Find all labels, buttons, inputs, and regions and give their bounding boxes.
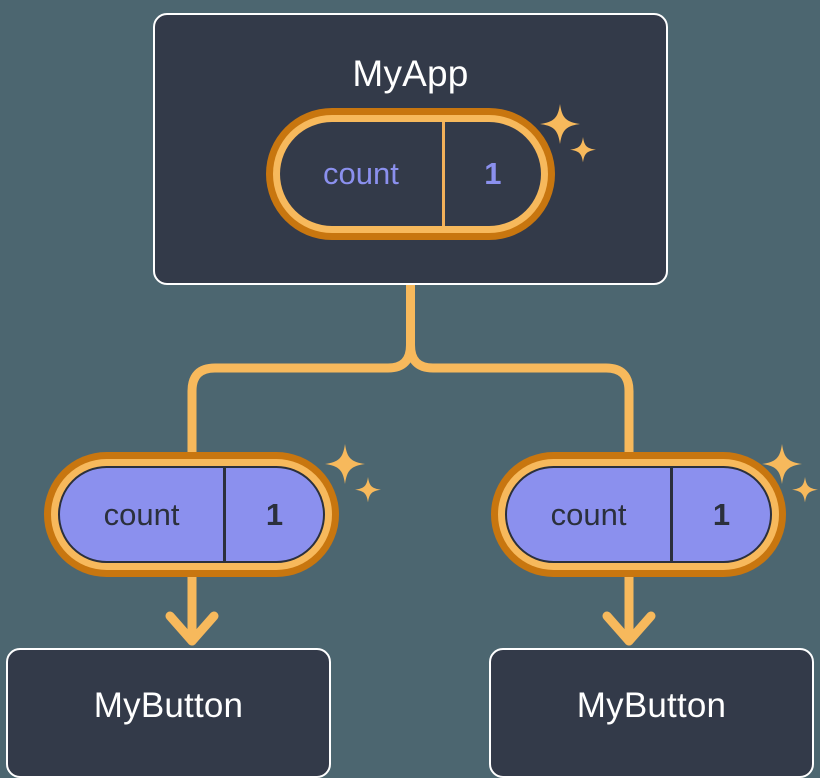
branch-connector-right — [406, 340, 634, 457]
arrow-head-left — [165, 611, 219, 646]
state-pill-child-right[interactable]: count 1 — [491, 452, 786, 577]
state-pill-ring: count 1 — [498, 459, 779, 570]
component-card-mybutton-right[interactable]: MyButton — [489, 648, 814, 778]
state-pill-body: count 1 — [280, 122, 541, 226]
state-key: count — [103, 496, 180, 532]
arrow-head-right — [602, 611, 656, 646]
state-pill-body: count 1 — [58, 466, 325, 563]
state-value: 1 — [441, 122, 541, 226]
state-key: count — [322, 156, 399, 191]
state-value: 1 — [670, 468, 770, 561]
state-key: count — [550, 496, 627, 532]
state-pill-myapp[interactable]: count 1 — [266, 108, 555, 240]
branch-connector-root — [187, 280, 415, 457]
component-title-myapp: MyApp — [352, 53, 469, 94]
component-card-mybutton-left[interactable]: MyButton — [6, 648, 331, 778]
state-pill-body: count 1 — [505, 466, 772, 563]
state-value: 1 — [223, 468, 323, 561]
state-pill-ring: count 1 — [273, 115, 548, 233]
component-title-mybutton-left: MyButton — [93, 686, 244, 725]
state-pill-child-left[interactable]: count 1 — [44, 452, 339, 577]
state-pill-ring: count 1 — [51, 459, 332, 570]
component-title-mybutton-right: MyButton — [576, 686, 727, 725]
